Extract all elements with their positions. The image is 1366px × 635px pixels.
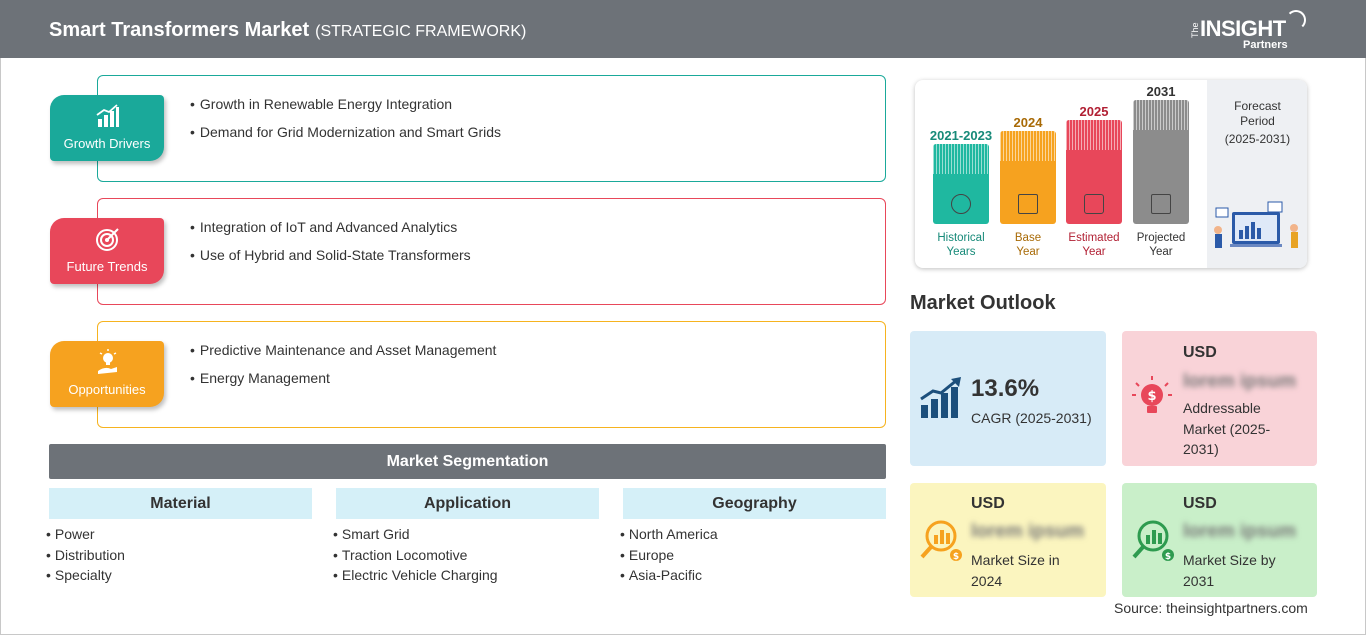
svg-text:$: $: [953, 552, 959, 562]
target-icon: [96, 228, 119, 251]
growth-chart-icon: [96, 104, 119, 127]
forecast-title: Forecast Period: [1234, 99, 1281, 128]
historical-years-bar: [933, 144, 989, 224]
segment-head-geography: Geography: [623, 488, 886, 519]
list-item: Electric Vehicle Charging: [333, 567, 498, 588]
list-item: Distribution: [46, 547, 125, 568]
list-item: Demand for Grid Modernization and Smart …: [190, 124, 501, 152]
list-item: Asia-Pacific: [620, 567, 718, 588]
future-trends-badge: Future Trends: [50, 218, 164, 284]
svg-text:$: $: [1147, 389, 1156, 404]
list-item: Specialty: [46, 567, 125, 588]
usd-label: USD: [1183, 344, 1217, 361]
opportunities-card: Predictive Maintenance and Asset Managem…: [97, 321, 886, 428]
list-item: Predictive Maintenance and Asset Managem…: [190, 342, 497, 370]
growth-drivers-badge: Growth Drivers: [50, 95, 164, 161]
base-year-bar: [1000, 131, 1056, 224]
year-label: 2025: [1079, 104, 1109, 119]
future-trends-list: Integration of IoT and Advanced Analytic…: [190, 219, 471, 275]
page-title: Smart Transformers Market (STRATEGIC FRAM…: [49, 19, 526, 42]
growth-drivers-label: Growth Drivers: [63, 136, 151, 151]
list-item: Use of Hybrid and Solid-State Transforme…: [190, 247, 471, 275]
forecast-period: (2025-2031): [1224, 132, 1291, 146]
money-bulb-icon: $: [1132, 376, 1172, 413]
year-label: 2031: [1146, 84, 1176, 99]
svg-text:$: $: [1165, 552, 1171, 562]
timeline-caption: Historical Years: [937, 232, 985, 258]
insight-partners-logo[interactable]: The INSIGHT Partners: [1190, 10, 1310, 52]
calendar-icon: [1018, 194, 1038, 214]
usd-label: USD: [1183, 495, 1217, 512]
material-list: Power Distribution Specialty: [46, 526, 125, 588]
addressable-label: Addressable Market (2025-2031): [1183, 400, 1271, 457]
opportunities-badge: Opportunities: [50, 341, 164, 407]
opportunities-list: Predictive Maintenance and Asset Managem…: [190, 342, 497, 398]
magnifier-chart-icon: $: [1132, 520, 1174, 562]
future-trends-label: Future Trends: [66, 259, 148, 274]
addressable-market-box: USD lorem ipsum Addressable Market (2025…: [1122, 331, 1317, 466]
market-segmentation-title: Market Segmentation: [49, 444, 886, 479]
year-label: 2024: [1013, 115, 1043, 130]
list-item: Integration of IoT and Advanced Analytic…: [190, 219, 471, 247]
list-item: Power: [46, 526, 125, 547]
logo-partners: Partners: [1243, 39, 1288, 51]
list-item: Energy Management: [190, 370, 496, 398]
logo-arc-icon: [1286, 10, 1306, 30]
segment-head-application: Application: [336, 488, 599, 519]
cagr-box: 13.6% CAGR (2025-2031): [910, 331, 1106, 466]
title-text: Smart Transformers Market: [49, 19, 310, 41]
lightbulb-hand-icon: [98, 349, 117, 374]
rising-bars-icon: [920, 377, 961, 418]
future-trends-card: Integration of IoT and Advanced Analytic…: [97, 198, 886, 305]
usd-label: USD: [971, 495, 1005, 512]
addressable-value: lorem ipsum: [1183, 371, 1296, 392]
list-item: Growth in Renewable Energy Integration: [190, 96, 501, 124]
year-label: 2021-2023: [929, 128, 993, 143]
analytics-illustration-icon: [1214, 201, 1298, 248]
cagr-value: 13.6%: [971, 375, 1040, 402]
logo-insight: INSIGHT: [1200, 16, 1286, 41]
header-bar: Smart Transformers Market (STRATEGIC FRAM…: [0, 0, 1366, 58]
market-size-2024-label: Market Size in 2024: [971, 552, 1060, 589]
application-list: Smart Grid Traction Locomotive Electric …: [333, 526, 498, 588]
list-item: Europe: [620, 547, 718, 568]
estimate-icon: [1084, 194, 1104, 214]
market-outlook-title: Market Outlook: [910, 292, 1056, 314]
logo-the: The: [1190, 22, 1200, 38]
geography-list: North America Europe Asia-Pacific: [620, 526, 718, 588]
estimated-year-bar: [1066, 120, 1122, 224]
projected-year-bar: [1133, 100, 1189, 224]
timeline-caption: Base Year: [1014, 232, 1042, 258]
segment-head-material: Material: [49, 488, 312, 519]
market-size-2031-box: USD lorem ipsum Market Size by 2031 $: [1122, 483, 1317, 597]
magnifier-chart-icon: $: [920, 520, 962, 562]
growth-drivers-list: Growth in Renewable Energy Integration D…: [190, 96, 501, 152]
source-text: Source: theinsightpartners.com: [1114, 600, 1308, 616]
market-size-2024-value: lorem ipsum: [971, 521, 1084, 542]
timeline-caption: Estimated Year: [1068, 232, 1120, 258]
market-size-2031-label: Market Size by 2031: [1183, 552, 1276, 589]
timeline-caption: Projected Year: [1136, 232, 1186, 258]
title-subtitle: (STRATEGIC FRAMEWORK): [315, 23, 527, 40]
market-size-2031-value: lorem ipsum: [1183, 521, 1296, 542]
history-icon: [951, 194, 971, 214]
cagr-label: CAGR (2025-2031): [971, 410, 1092, 426]
list-item: Traction Locomotive: [333, 547, 498, 568]
market-size-2024-box: USD lorem ipsum Market Size in 2024 $: [910, 483, 1106, 597]
list-item: Smart Grid: [333, 526, 498, 547]
list-item: North America: [620, 526, 718, 547]
projection-icon: [1151, 194, 1171, 214]
opportunities-label: Opportunities: [68, 382, 146, 397]
growth-drivers-card: Growth in Renewable Energy Integration D…: [97, 75, 886, 182]
